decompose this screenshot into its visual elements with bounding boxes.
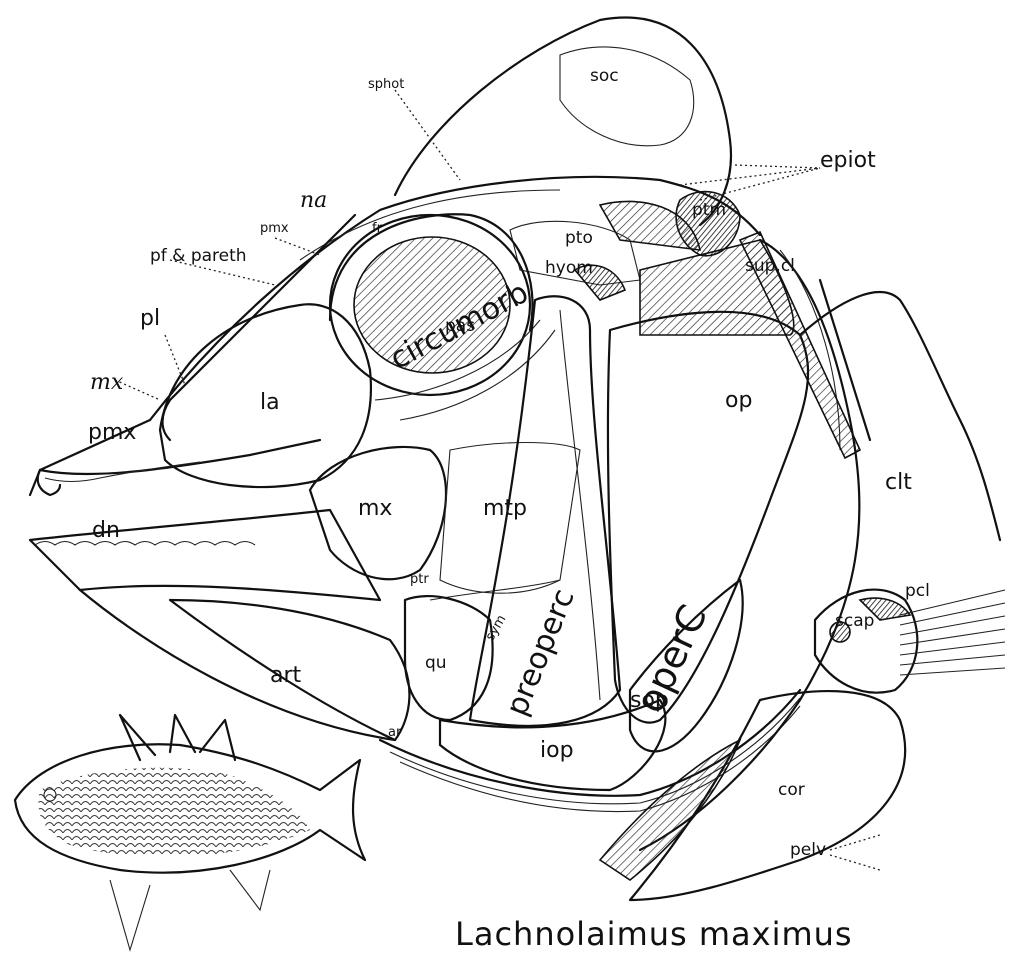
- label-cor: cor: [778, 782, 805, 799]
- label-mx-mid: mx: [358, 498, 392, 520]
- label-na: na: [300, 190, 327, 212]
- label-pcl: pcl: [905, 583, 930, 600]
- label-sphot: sphot: [368, 78, 404, 91]
- quadrate: [405, 596, 493, 720]
- fish-inset: [15, 715, 365, 950]
- label-scap: scap: [835, 613, 874, 630]
- premaxilla: [40, 440, 320, 474]
- label-pmx-left: pmx: [88, 422, 136, 444]
- label-soc: soc: [590, 68, 619, 85]
- label-sop: sop: [630, 690, 669, 712]
- label-iop: iop: [540, 740, 574, 762]
- label-pf-pareth: pf & pareth: [150, 248, 247, 265]
- label-qu: qu: [425, 655, 447, 672]
- label-supcl: sup.cl: [745, 258, 795, 275]
- label-pmx-top: pmx: [260, 222, 289, 235]
- dentary: [30, 510, 380, 600]
- label-pas: pas: [445, 318, 475, 335]
- label-fr: fr: [372, 222, 382, 235]
- supraoccipital-crest: [395, 18, 731, 225]
- label-mtp: mtp: [483, 498, 527, 520]
- label-pelv: pelv: [790, 842, 826, 859]
- label-pto: pto: [565, 230, 593, 247]
- label-ar: ar: [388, 726, 401, 739]
- label-ptr: ptr: [410, 573, 429, 586]
- figure-caption: Lachnolaimus maximus: [455, 918, 853, 950]
- label-la: la: [260, 392, 280, 414]
- label-ptm: ptm: [692, 202, 726, 219]
- label-clt: clt: [885, 472, 912, 494]
- opercle: [608, 312, 808, 723]
- label-pl: pl: [140, 308, 160, 330]
- label-dn: dn: [92, 520, 120, 542]
- pectoral-fin-rays: [900, 590, 1005, 675]
- label-op: op: [725, 390, 752, 412]
- label-epiot: epiot: [820, 150, 876, 172]
- label-mx-left: mx: [90, 372, 123, 394]
- label-hyom: hyom: [545, 260, 593, 277]
- label-art: art: [270, 665, 301, 687]
